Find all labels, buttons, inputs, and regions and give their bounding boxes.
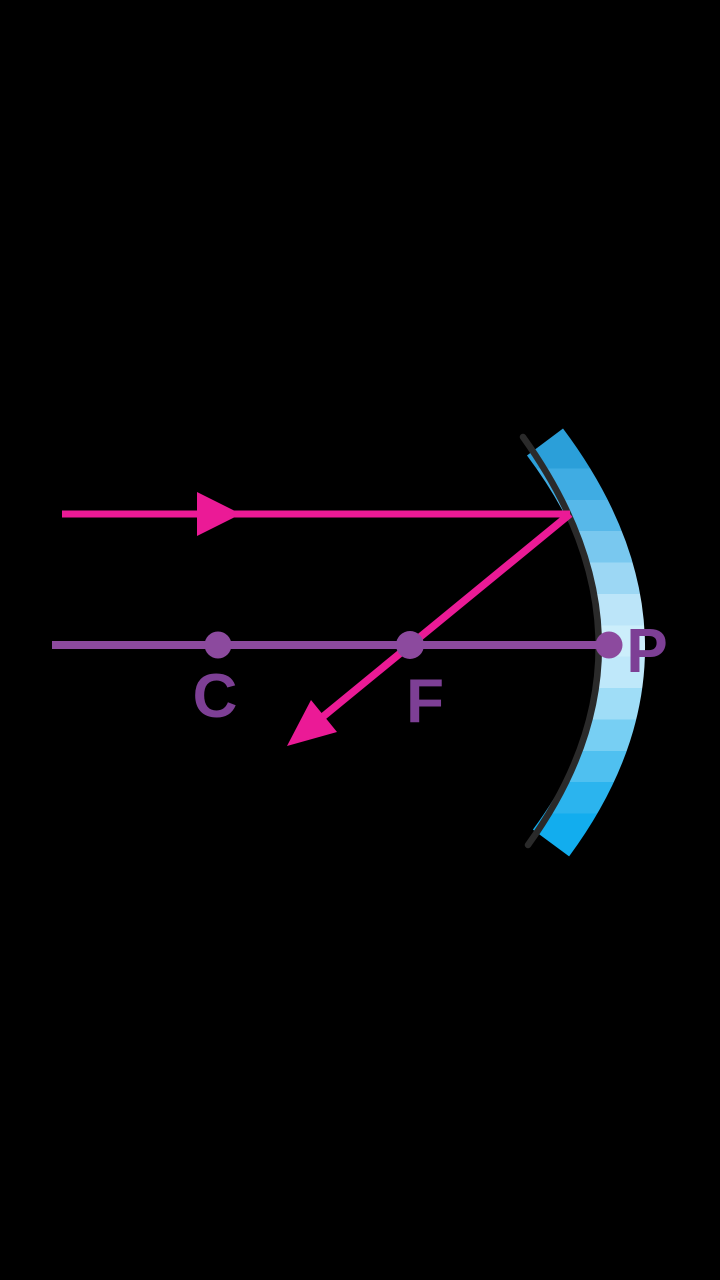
label-focus: F (406, 667, 444, 736)
reflected-ray-arrowhead (287, 700, 337, 746)
incident-ray-arrowhead (197, 492, 241, 536)
point-f-dot (396, 631, 424, 659)
reflected-ray (300, 511, 573, 736)
label-center-of-curvature: C (193, 662, 238, 731)
point-p-dot (595, 631, 623, 659)
label-pole: P (626, 617, 667, 686)
concave-mirror-body (526, 428, 645, 857)
point-c-dot (204, 631, 232, 659)
